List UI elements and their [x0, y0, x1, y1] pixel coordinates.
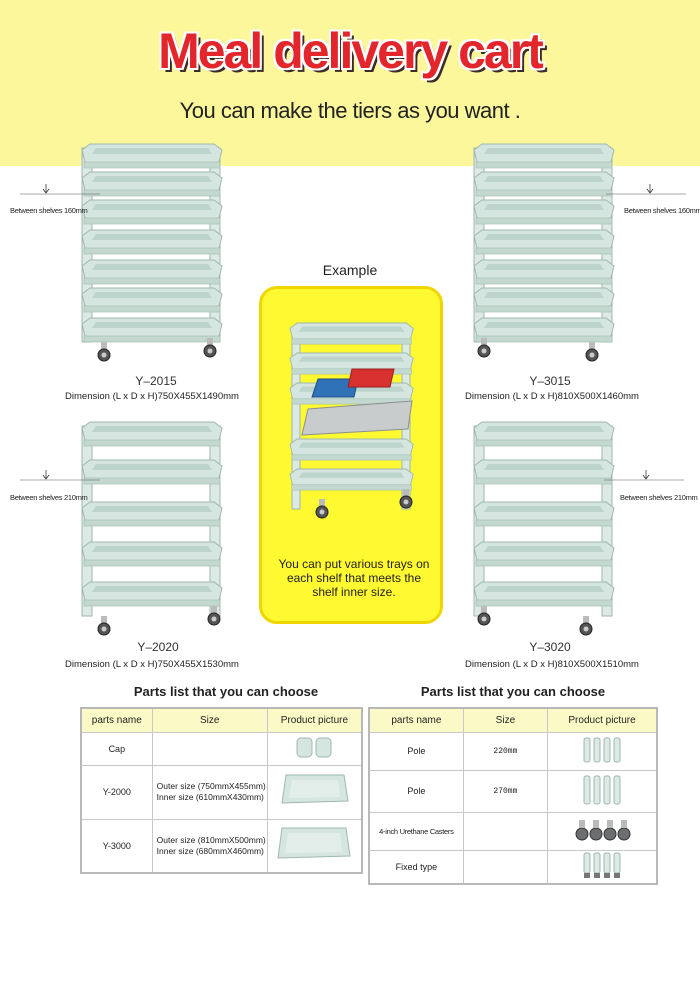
- spacing-arrows-icon: [20, 184, 100, 195]
- part-size: [462, 849, 549, 885]
- outer-size: Outer size (810mmX500mm): [156, 834, 266, 845]
- part-size: 270mm: [462, 769, 549, 813]
- cart-y3015-spacing: Between shelves 160mm: [624, 206, 700, 215]
- part-name: Y-3000: [80, 818, 153, 874]
- cart-y3020-illustration: [473, 421, 615, 636]
- column-header: parts name: [368, 707, 464, 733]
- part-size: [151, 731, 268, 766]
- table-row: Fixed type: [368, 849, 658, 885]
- part-name: Pole: [368, 769, 464, 813]
- cart-y3020-spacing: Between shelves 210mm: [620, 493, 698, 502]
- column-header: Product picture: [266, 707, 363, 733]
- spacing-arrows-icon: [604, 470, 684, 481]
- example-panel: You can put various trays on each shelf …: [259, 286, 443, 624]
- cart-y2020-illustration: [81, 421, 223, 636]
- cart-y2015-spacing: Between shelves 160mm: [10, 206, 88, 215]
- table-row: Pole 220mm: [368, 731, 658, 771]
- cart-y3015-illustration: [473, 143, 615, 362]
- part-name: Fixed type: [368, 849, 464, 885]
- cart-y2015-dimension: Dimension (L x D x H)750X455X1490mm: [65, 391, 239, 402]
- outer-size: Outer size (750mmX455mm): [156, 781, 266, 791]
- cart-y2015: Y–2015: [78, 142, 238, 388]
- example-label: Example: [322, 262, 378, 278]
- column-header: Size: [462, 707, 549, 733]
- pole-picture: [547, 769, 658, 813]
- cart-y2020-model: Y–2020: [137, 640, 179, 654]
- cart-y3015-dimension: Dimension (L x D x H)810X500X1460mm: [465, 391, 639, 402]
- table-header-row: parts name Size Product picture: [80, 707, 363, 733]
- part-size: Outer size (810mmX500mm)Inner size (680m…: [151, 818, 268, 874]
- cart-y3020-dimension: Dimension (L x D x H)810X500X1510mm: [465, 659, 639, 670]
- spacing-arrows-icon: [20, 470, 100, 481]
- cart-y2015-illustration: [81, 143, 223, 362]
- cart-y2020-spacing: Between shelves 210mm: [10, 493, 88, 502]
- caster-picture: [547, 811, 658, 851]
- part-name: Cap: [80, 731, 153, 766]
- pole-icon: [583, 775, 621, 805]
- cart-y3015: Y–3015: [470, 142, 630, 388]
- cart-y2020: Y–2020: [78, 420, 238, 654]
- spacing-arrows-icon: [606, 184, 686, 195]
- table-header-row: parts name Size Product picture: [368, 707, 658, 733]
- caster-icon: [575, 820, 631, 841]
- part-name: Pole: [368, 731, 464, 771]
- table-row: 4-inch Urethane Casters: [368, 811, 658, 851]
- parts-left-title: Parts list that you can choose: [133, 684, 319, 699]
- column-header: Product picture: [547, 707, 658, 733]
- table-row: Cap: [80, 731, 363, 766]
- pole-picture: [547, 731, 658, 771]
- part-size: [462, 811, 549, 851]
- part-size: 220mm: [462, 731, 549, 771]
- column-header: parts name: [80, 707, 153, 733]
- cart-y3020-model: Y–3020: [529, 640, 571, 654]
- parts-right-title: Parts list that you can choose: [420, 684, 606, 699]
- table-row: Y-2000 Outer size (750mmX455mm)Inner siz…: [80, 764, 363, 820]
- part-name: Y-2000: [80, 764, 153, 820]
- part-name: 4-inch Urethane Casters: [368, 811, 464, 851]
- parts-right-table: parts name Size Product picture Pole 220…: [368, 707, 658, 885]
- cap-picture: [266, 731, 363, 766]
- inner-size: Inner size (680mmX460mm): [156, 845, 264, 856]
- shelf-picture: [266, 764, 363, 820]
- cap-icon: [296, 737, 332, 757]
- table-row: Pole 270mm: [368, 769, 658, 813]
- cart-y2015-model: Y–2015: [135, 374, 177, 388]
- table-row: Y-3000 Outer size (810mmX500mm)Inner siz…: [80, 818, 363, 874]
- pole-icon: [583, 737, 621, 763]
- page-subtitle: You can make the tiers as you want .: [179, 98, 521, 123]
- example-cart-illustration: [289, 322, 414, 519]
- inner-size: Inner size (610mmX430mm): [156, 792, 264, 802]
- fixed-foot-icon: [583, 852, 621, 878]
- parts-left-table: parts name Size Product picture Cap Y-20…: [80, 707, 363, 874]
- column-header: Size: [151, 707, 268, 733]
- example-caption: You can put various trays on each shelf …: [278, 557, 430, 599]
- shelf-tray-icon: [281, 774, 349, 804]
- cart-y2020-dimension: Dimension (L x D x H)750X455X1530mm: [65, 659, 239, 670]
- header-banner: [0, 0, 700, 166]
- page-title: Meal delivery cart: [158, 23, 544, 79]
- shelf-picture: [266, 818, 363, 874]
- cart-y3020: Y–3020: [470, 420, 630, 654]
- shelf-tray-icon: [277, 827, 351, 859]
- fixed-foot-picture: [547, 849, 658, 885]
- cart-y3015-model: Y–3015: [529, 374, 571, 388]
- part-size: Outer size (750mmX455mm)Inner size (610m…: [151, 764, 268, 820]
